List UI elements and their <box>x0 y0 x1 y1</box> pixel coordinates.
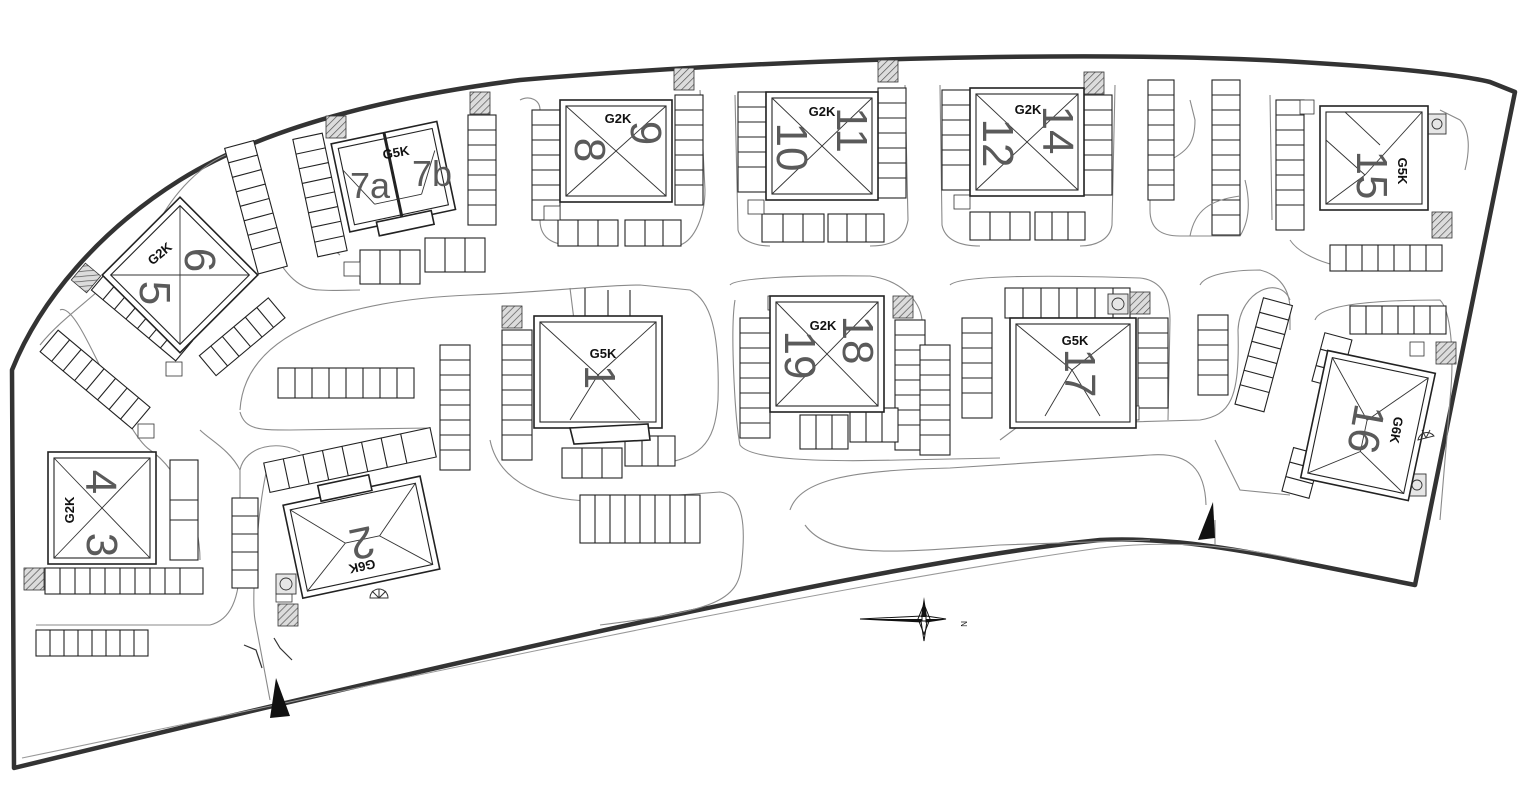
parking-block <box>198 297 286 377</box>
plot-number: 6 <box>175 248 224 272</box>
roads <box>36 84 1469 701</box>
plot-labels: 4 3 G2K 6 5 G2K 7a 7b G5K 9 8 G2K 11 10 … <box>62 102 1410 577</box>
plot-number: 8 <box>565 138 614 162</box>
house-type: G6K <box>1387 416 1407 446</box>
site-access-marker <box>1198 502 1215 540</box>
parking-block <box>39 329 151 430</box>
house-type: G2K <box>809 104 836 119</box>
plot-6-5[interactable] <box>101 196 259 354</box>
parking-block <box>292 132 348 258</box>
plot-number: 15 <box>1347 151 1396 200</box>
plot-number: 14 <box>1033 106 1082 155</box>
house-type: G2K <box>605 111 632 126</box>
plot-15[interactable] <box>1319 105 1429 211</box>
plot-9-8[interactable] <box>559 99 673 203</box>
plot-number: 10 <box>767 123 816 172</box>
plot-number: 16 <box>1337 401 1394 458</box>
bin-stores <box>23 59 1457 627</box>
plot-number: 9 <box>621 121 670 145</box>
parking-block <box>35 629 149 657</box>
plot-4-3[interactable] <box>47 451 157 565</box>
plot-16[interactable] <box>1299 349 1437 502</box>
plot-17[interactable] <box>1009 317 1137 429</box>
boundary-verge <box>21 543 1301 759</box>
north-label: N <box>959 621 968 627</box>
plot-number: 5 <box>130 281 179 305</box>
house-type: G5K <box>381 143 411 163</box>
plot-11-10[interactable] <box>765 91 879 201</box>
plot-2[interactable] <box>281 464 441 600</box>
light-fitting-icon <box>369 588 389 599</box>
plot-number: 7b <box>412 153 452 194</box>
site-access-marker <box>270 678 290 718</box>
house-type: G2K <box>62 496 77 523</box>
light-fitting-icon <box>1417 429 1435 441</box>
parking-block <box>223 139 288 275</box>
house-type: G5K <box>1395 158 1410 185</box>
plot-number: 7a <box>350 165 391 206</box>
plot-number: 18 <box>833 316 882 365</box>
house-type: G5K <box>1062 333 1089 348</box>
plot-14-12[interactable] <box>969 87 1085 197</box>
plot-number: 12 <box>973 119 1022 168</box>
plot-7a-7b[interactable] <box>330 120 457 241</box>
plot-1[interactable] <box>533 315 663 445</box>
plot-number: 11 <box>827 107 876 153</box>
parking-block <box>44 567 204 595</box>
plot-18-19[interactable] <box>769 295 885 413</box>
plot-number: 3 <box>77 533 126 557</box>
house-type: G6K <box>347 556 377 576</box>
plot-number: 17 <box>1055 349 1104 398</box>
plot-number: 4 <box>76 470 125 494</box>
house-type: G2K <box>810 318 837 333</box>
house-type: G2K <box>1015 102 1042 117</box>
gate <box>243 637 293 669</box>
plot-number: 19 <box>775 331 824 380</box>
house-type: G5K <box>590 346 617 361</box>
parking-block <box>1234 297 1294 413</box>
north-arrow-icon: N <box>859 597 968 642</box>
plot-number: 1 <box>575 365 624 389</box>
parking-block <box>263 427 437 493</box>
